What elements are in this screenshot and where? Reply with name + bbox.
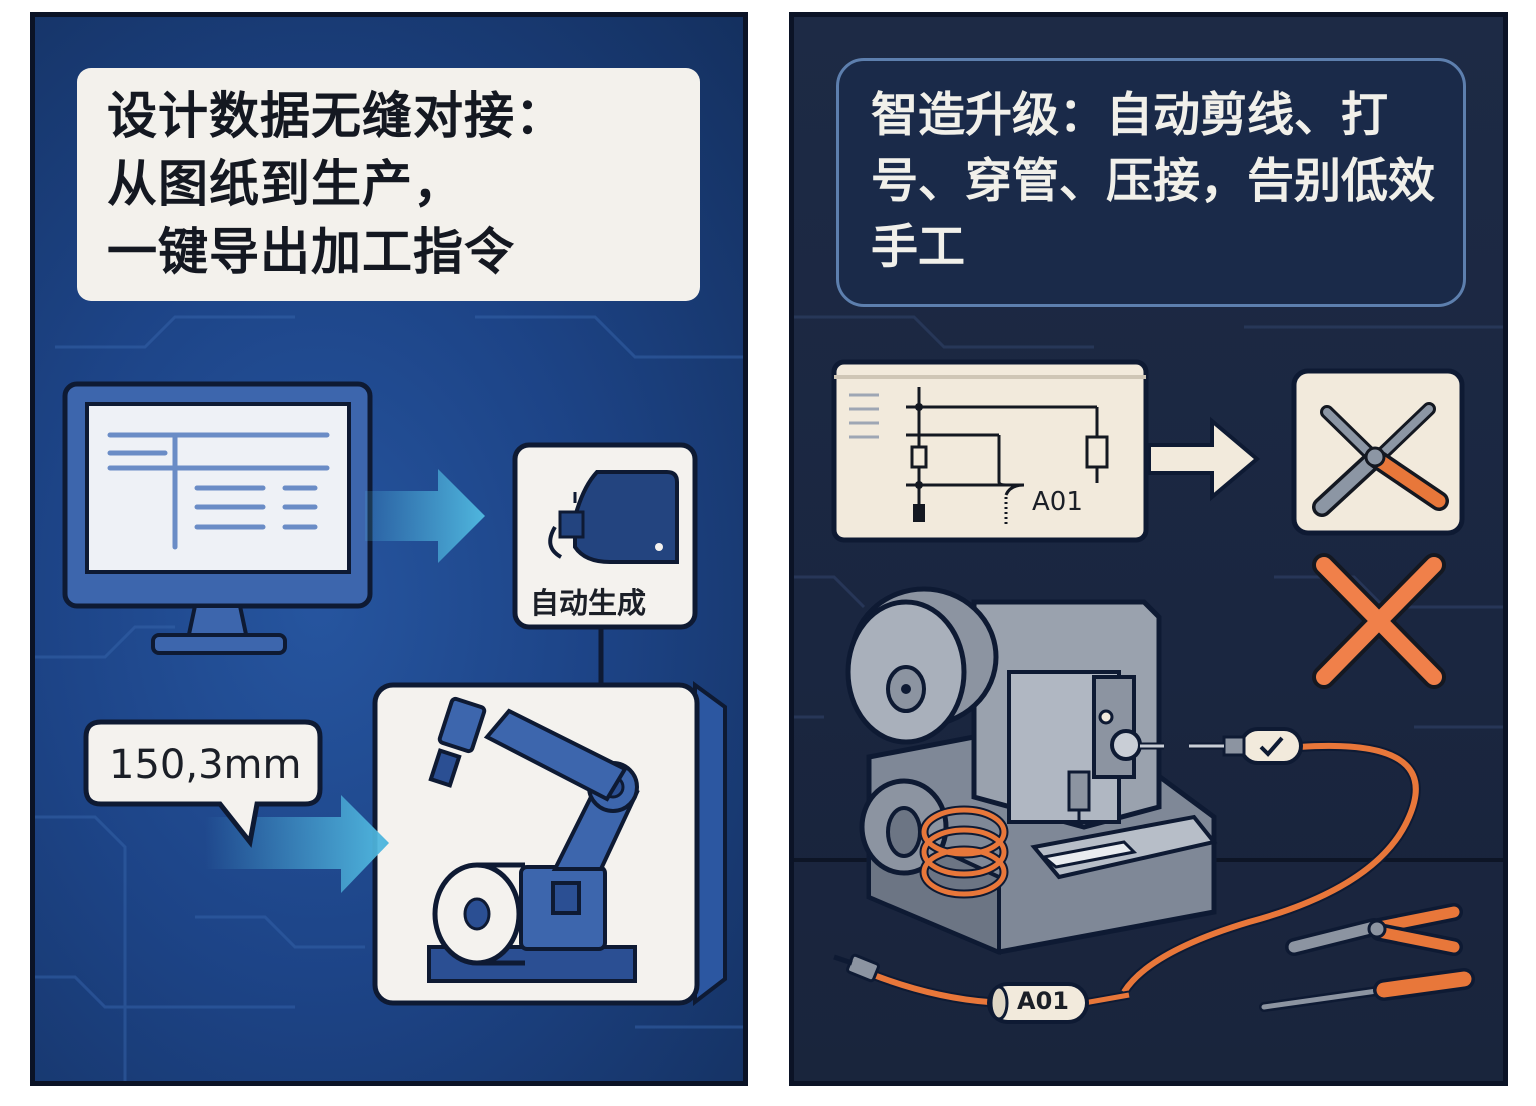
robot-arm-card: [372, 682, 700, 1006]
right-title-card: 智造升级：自动剪线、打 号、穿管、压接，告别低效 手工: [836, 58, 1466, 307]
wire-processing-machine-icon: [845, 586, 1218, 956]
right-title-line-2: 号、穿管、压接，告别低效: [871, 154, 1435, 209]
dimension-value: 150,3mm: [109, 742, 302, 788]
cable-sleeve-label: A01: [1017, 987, 1069, 1015]
cutting-tool-icon: [548, 470, 679, 564]
left-title-line-3: 一键导出加工指令: [107, 223, 515, 281]
left-title-card: 设计数据无缝对接： 从图纸到生产， 一键导出加工指令: [77, 68, 700, 301]
dimension-bubble: [83, 719, 323, 848]
design-export-panel: 设计数据无缝对接： 从图纸到生产， 一键导出加工指令 自动生成 150,3mm: [30, 12, 748, 1086]
orange-cable: [1119, 727, 1421, 995]
right-title-line-1: 智造升级：自动剪线、打: [871, 88, 1388, 143]
smart-manufacturing-panel: 智造升级：自动剪线、打 号、穿管、压接，告别低效 手工 A01 A01: [789, 12, 1508, 1086]
cross-mark-icon: [1312, 553, 1446, 689]
auto-generate-card: [512, 442, 698, 630]
monitor-icon: [62, 381, 373, 655]
labeled-cable: [833, 953, 1130, 1024]
wiring-schematic-card: [831, 359, 1149, 543]
right-illustration: [794, 315, 1503, 1081]
robot-arm-icon: [427, 696, 640, 983]
schematic-wire-label: A01: [1032, 487, 1083, 517]
left-title-line-2: 从图纸到生产，: [107, 155, 464, 213]
auto-generate-label: 自动生成: [530, 586, 647, 620]
arrow-to-tools-icon: [1147, 416, 1261, 502]
circuit-trace-decoration: [35, 315, 743, 1081]
right-title-line-3: 手工: [871, 220, 965, 275]
arrow-to-generator-icon: [365, 469, 485, 563]
pliers-icon: [1285, 903, 1463, 956]
wire-stripper-icon: [1312, 402, 1449, 517]
screwdriver-icon: [1259, 968, 1475, 1012]
circuit-trace-decoration: [794, 315, 1503, 729]
left-illustration: [35, 315, 743, 1081]
left-title-line-1: 设计数据无缝对接：: [107, 87, 566, 145]
manual-tools-card: [1291, 368, 1465, 536]
